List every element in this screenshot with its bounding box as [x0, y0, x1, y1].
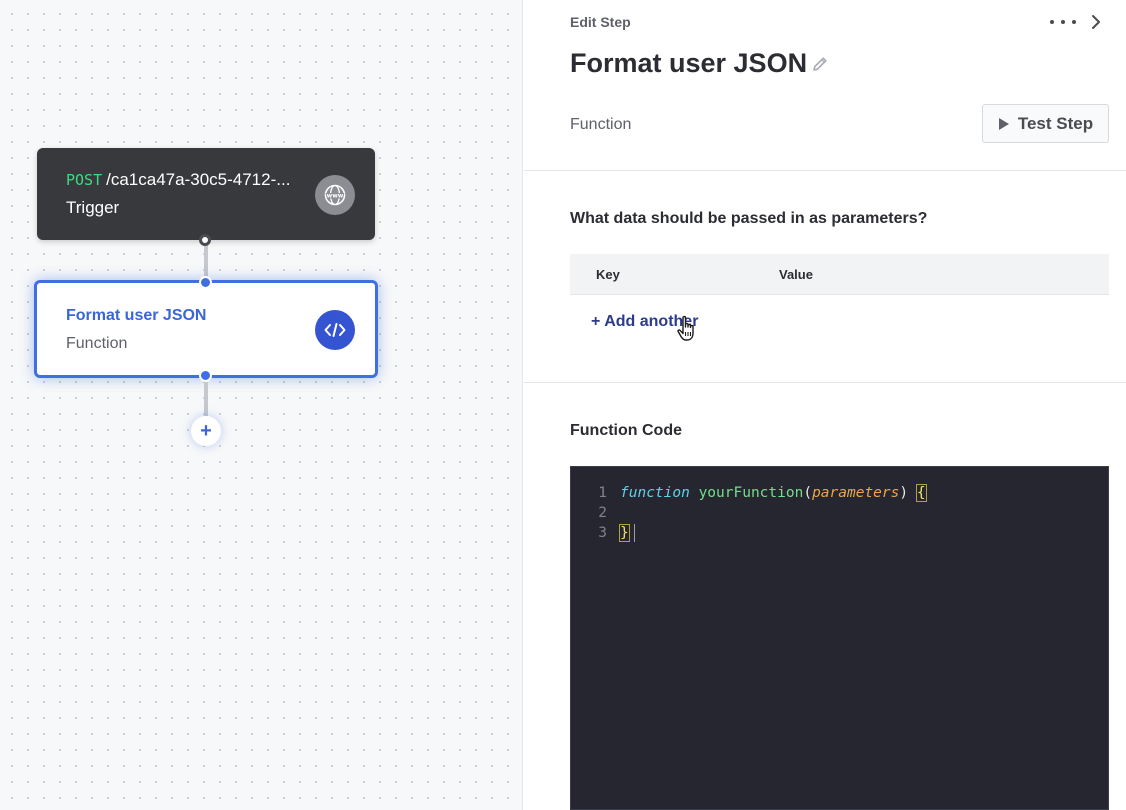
line-number: 3 [598, 525, 607, 541]
function-input-port[interactable] [199, 276, 212, 289]
code-line[interactable]: 3} [571, 523, 635, 543]
code-line[interactable]: 2 [571, 503, 620, 523]
column-header-key: Key [596, 267, 620, 282]
trigger-endpoint: POST/ca1ca47a-30c5-4712-... [66, 170, 314, 190]
step-type: Function [570, 116, 632, 133]
code-close-brace: } [619, 524, 630, 542]
code-keyword: function [620, 485, 690, 501]
function-node[interactable]: Format user JSON Function [34, 280, 378, 378]
http-method: POST [66, 171, 103, 189]
section-divider [524, 170, 1126, 171]
play-icon [998, 117, 1009, 130]
function-code-heading: Function Code [570, 422, 682, 439]
trigger-node-subtitle: Trigger [66, 198, 120, 217]
code-brackets-icon [315, 310, 355, 350]
line-number: 2 [598, 505, 607, 521]
add-another-link[interactable]: + Add another [591, 313, 699, 330]
chevron-right-icon[interactable] [1088, 12, 1104, 32]
code-open-paren: ( [803, 485, 813, 501]
code-parameter: parameters [812, 485, 900, 501]
trigger-output-port[interactable] [199, 234, 211, 246]
test-step-button[interactable]: Test Step [982, 104, 1109, 143]
code-close-paren: ) [899, 485, 909, 501]
test-step-label: Test Step [1017, 113, 1094, 133]
function-node-subtitle: Function [66, 335, 128, 352]
params-question: What data should be passed in as paramet… [570, 210, 928, 227]
code-function-name: yourFunction [698, 485, 804, 501]
connector-line [204, 382, 208, 418]
code-editor[interactable]: 1 function yourFunction(parameters) { 2 3… [570, 466, 1109, 810]
trigger-node[interactable]: POST/ca1ca47a-30c5-4712-... Trigger www [37, 148, 375, 240]
text-caret [633, 524, 635, 542]
connector-line [204, 240, 208, 282]
pencil-edit-icon[interactable] [811, 55, 829, 73]
more-options-icon[interactable] [1050, 12, 1076, 32]
panel-header-label: Edit Step [570, 14, 631, 30]
svg-text:www: www [327, 192, 344, 199]
edit-step-panel: Edit Step Format user JSON Function Test… [524, 0, 1126, 810]
code-open-brace: { [915, 484, 927, 502]
step-title: Format user JSON [570, 48, 808, 78]
code-line[interactable]: 1 function yourFunction(parameters) { [571, 483, 927, 503]
params-table-header: Key Value [570, 254, 1109, 295]
hand-pointer-cursor-icon [677, 315, 694, 341]
add-step-button[interactable]: + [191, 416, 221, 446]
workflow-canvas[interactable]: POST/ca1ca47a-30c5-4712-... Trigger www … [0, 0, 523, 810]
function-output-port[interactable] [199, 369, 212, 382]
column-header-value: Value [779, 267, 813, 282]
section-divider [524, 382, 1126, 383]
endpoint-path: /ca1ca47a-30c5-4712-... [106, 170, 291, 189]
function-node-title: Format user JSON [66, 307, 207, 324]
www-globe-icon: www [315, 175, 355, 215]
line-number: 1 [598, 485, 607, 501]
